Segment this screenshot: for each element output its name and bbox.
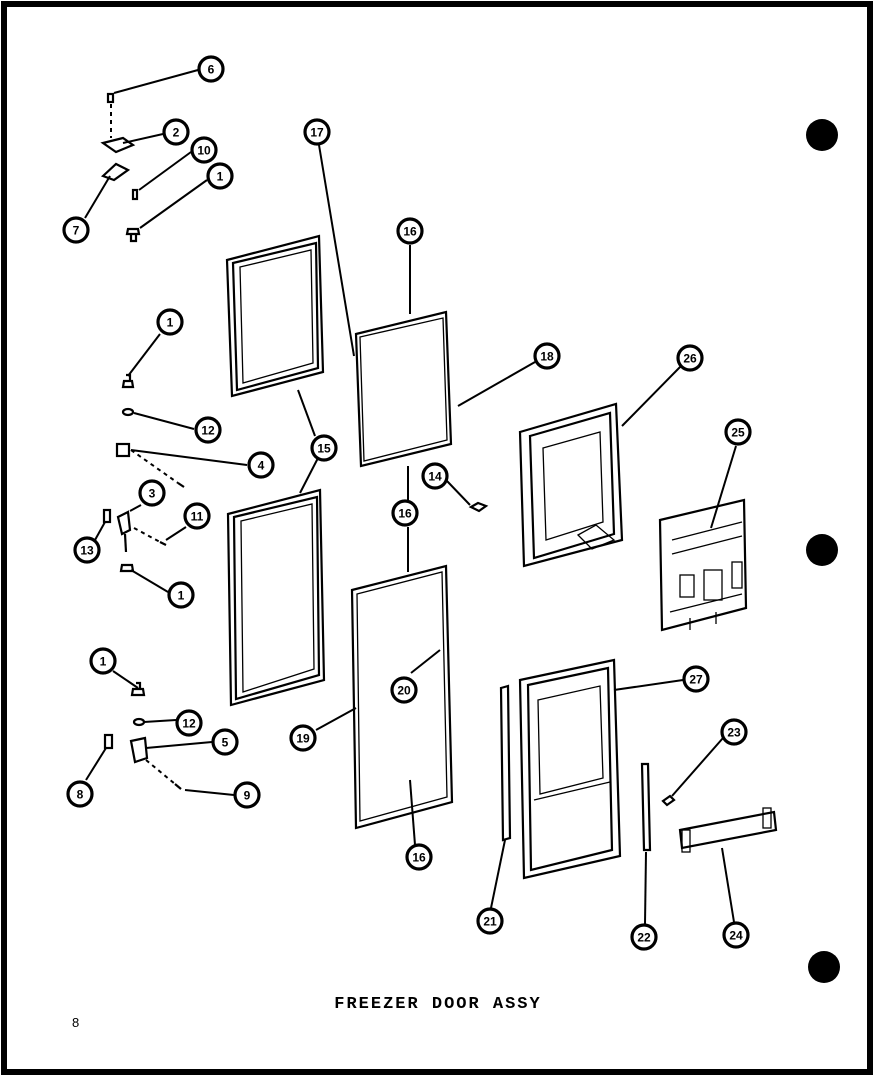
svg-text:15: 15 (317, 442, 331, 456)
callout-15: 15 (310, 434, 338, 462)
svg-text:18: 18 (540, 350, 554, 364)
callout-16-a: 16 (396, 217, 424, 245)
lower-door-liner (518, 658, 622, 880)
callout-20: 20 (390, 676, 418, 704)
svg-text:16: 16 (412, 851, 426, 865)
callout-11: 11 (183, 502, 211, 530)
upper-door-gasket (225, 234, 325, 398)
callout-10: 10 (190, 136, 218, 164)
svg-text:21: 21 (483, 915, 497, 929)
callout-4: 4 (247, 451, 275, 479)
upper-door-panel (354, 310, 453, 468)
callout-1-top: 1 (206, 162, 234, 190)
lower-door-gasket (226, 488, 326, 707)
callout-18: 18 (533, 342, 561, 370)
svg-text:22: 22 (637, 931, 651, 945)
svg-text:16: 16 (398, 507, 412, 521)
upper-door-liner (518, 402, 624, 568)
svg-text:6: 6 (208, 63, 215, 77)
diagram-title: FREEZER DOOR ASSY (334, 995, 541, 1014)
callout-23: 23 (720, 718, 748, 746)
top-hinge-group (100, 92, 141, 243)
leader-lines (84, 69, 737, 925)
callout-16-b: 16 (391, 499, 419, 527)
callout-14: 14 (421, 462, 449, 490)
callout-22: 22 (630, 923, 658, 951)
binding-hole-bottom (808, 951, 840, 983)
part-23-screw (661, 794, 676, 807)
svg-text:17: 17 (310, 126, 324, 140)
callout-26: 26 (676, 344, 704, 372)
door-strip (499, 684, 512, 842)
page-number: 8 (72, 1015, 79, 1030)
callout-13: 13 (73, 536, 101, 564)
bottom-hinge-group (103, 681, 182, 790)
callout-17: 17 (303, 118, 331, 146)
svg-text:23: 23 (727, 726, 741, 740)
callout-21: 21 (476, 907, 504, 935)
svg-text:1: 1 (100, 655, 107, 669)
callout-3: 3 (138, 479, 166, 507)
svg-text:13: 13 (80, 544, 94, 558)
svg-text:12: 12 (201, 424, 215, 438)
binding-hole-middle (806, 534, 838, 566)
svg-text:3: 3 (149, 487, 156, 501)
binding-hole-top (806, 119, 838, 151)
callout-7: 7 (62, 216, 90, 244)
svg-text:7: 7 (73, 224, 80, 238)
callout-1-bottom: 1 (89, 647, 117, 675)
svg-text:1: 1 (217, 170, 224, 184)
callout-25: 25 (724, 418, 752, 446)
svg-text:16: 16 (403, 225, 417, 239)
svg-text:12: 12 (182, 717, 196, 731)
callout-2: 2 (162, 118, 190, 146)
svg-text:8: 8 (77, 788, 84, 802)
callout-1-middle-bottom: 1 (167, 581, 195, 609)
svg-text:19: 19 (296, 732, 310, 746)
callout-12-bottom: 12 (175, 709, 203, 737)
svg-text:4: 4 (258, 459, 265, 473)
callout-27: 27 (682, 665, 710, 693)
callout-9: 9 (233, 781, 261, 809)
callout-6-top: 6 (197, 55, 225, 83)
svg-text:5: 5 (222, 736, 229, 750)
svg-text:9: 9 (244, 789, 251, 803)
svg-text:11: 11 (191, 510, 204, 524)
callouts: 6 2 10 1 7 17 16 18 26 1 12 4 15 14 16 2… (62, 55, 752, 951)
callout-12-middle: 12 (194, 416, 222, 444)
callout-16-c: 16 (405, 843, 433, 871)
control-bracket (658, 498, 748, 632)
svg-text:10: 10 (197, 144, 211, 158)
svg-text:1: 1 (167, 316, 174, 330)
svg-text:2: 2 (173, 126, 180, 140)
svg-text:20: 20 (397, 684, 411, 698)
middle-hinge-group (102, 373, 185, 573)
lower-door-panel (350, 564, 454, 830)
svg-text:27: 27 (689, 673, 703, 687)
part-14-clip (468, 501, 489, 513)
callout-5: 5 (211, 728, 239, 756)
callout-19: 19 (289, 724, 317, 752)
svg-text:26: 26 (683, 352, 697, 366)
shelf-rod (640, 762, 652, 852)
shelf-retainer (678, 807, 778, 853)
svg-text:1: 1 (178, 589, 185, 603)
svg-text:25: 25 (731, 426, 745, 440)
callout-8: 8 (66, 780, 94, 808)
callout-24: 24 (722, 921, 750, 949)
svg-text:24: 24 (729, 929, 743, 943)
svg-text:14: 14 (428, 470, 442, 484)
callout-1-middle-top: 1 (156, 308, 184, 336)
